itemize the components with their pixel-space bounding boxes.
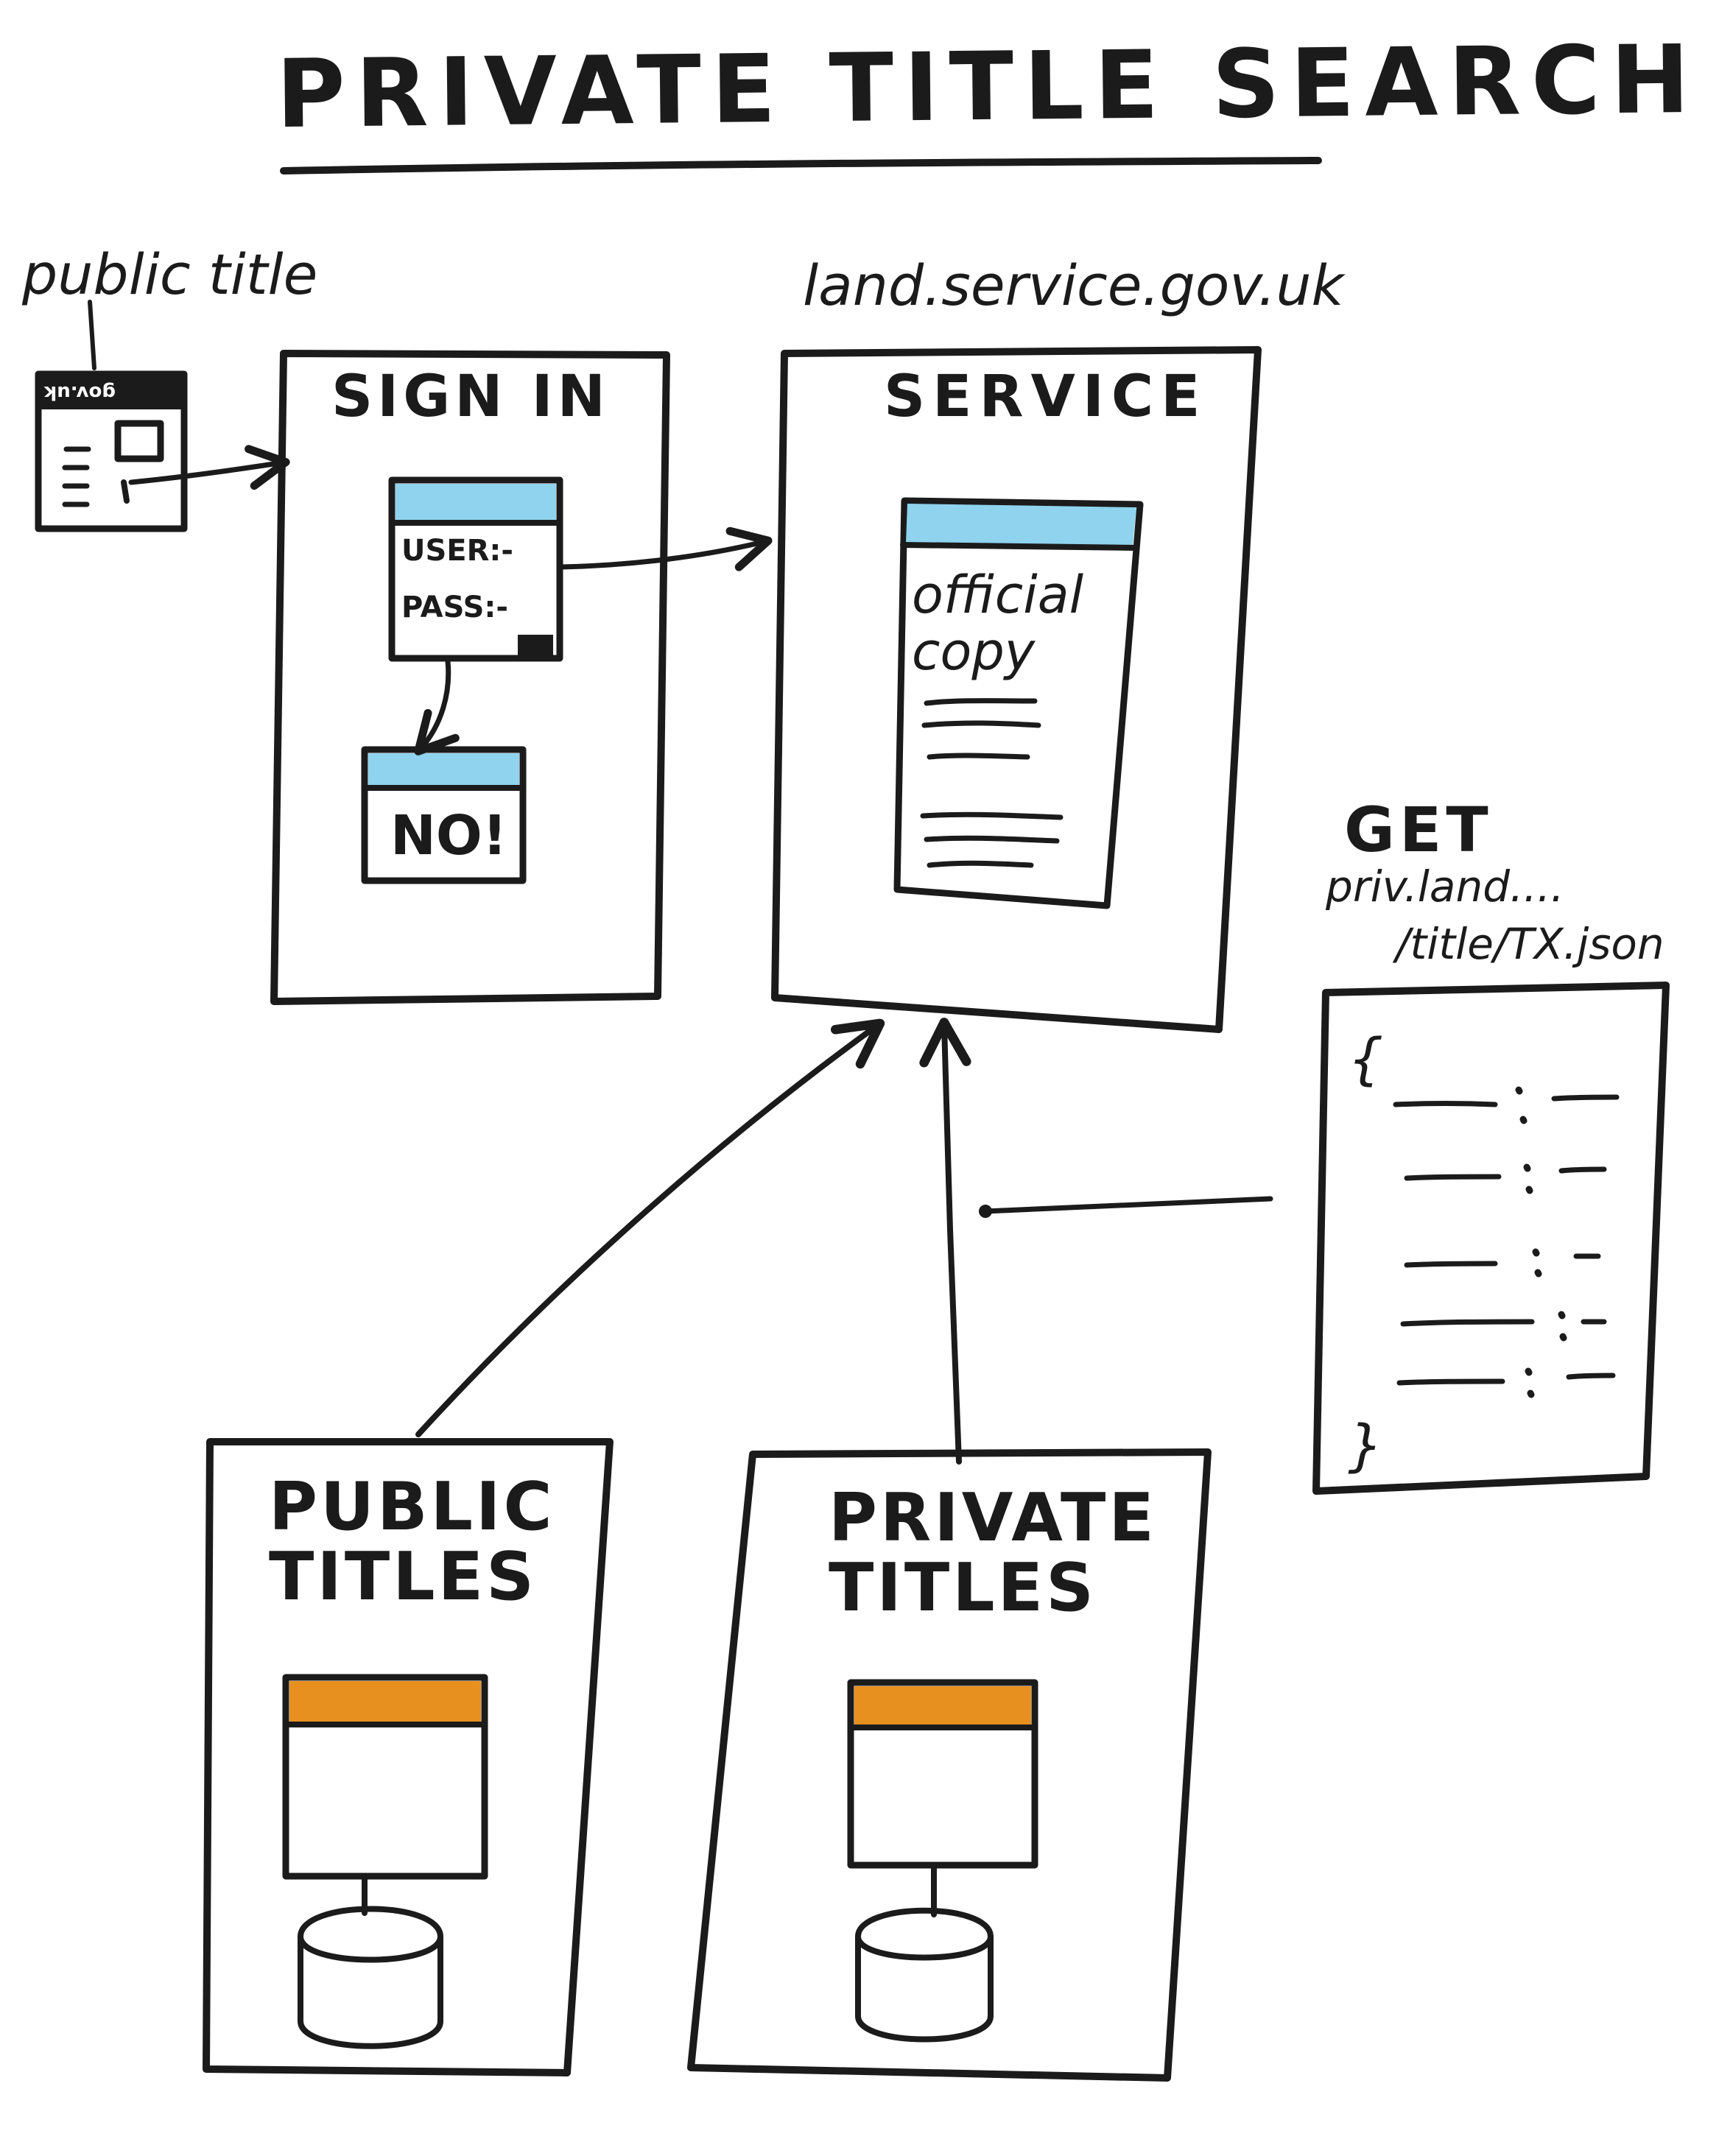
service-heading: SERVICE — [884, 364, 1208, 430]
arrow-sign-in-to-service — [558, 526, 773, 571]
json-response-document — [1312, 982, 1670, 1495]
service-panel — [771, 346, 1262, 1033]
request-path: /title/TX.json — [1396, 919, 1664, 969]
public-titles-heading: PUBLIC TITLES — [269, 1468, 555, 1616]
service-url-label: land.service.gov.uk — [803, 253, 1344, 318]
json-open-brace: { — [1348, 1026, 1384, 1091]
page-title: PRIVATE TITLE SEARCH — [275, 24, 1701, 150]
pass-field-label: PASS:- — [401, 591, 509, 624]
rejection-text: NO! — [390, 804, 507, 867]
connector-json-to-private-link — [982, 1196, 1273, 1214]
request-method: GET — [1344, 794, 1493, 866]
arrow-gov-uk-to-sign-in — [128, 445, 290, 490]
request-host: priv.land.... — [1326, 862, 1564, 912]
private-titles-panel — [687, 1448, 1212, 2082]
public-titles-panel — [203, 1438, 614, 2076]
json-close-brace: } — [1348, 1412, 1384, 1478]
arrow-login-to-rejection — [414, 658, 460, 755]
arrow-public-titles-to-service — [415, 1018, 885, 1437]
public-title-pointer — [88, 300, 96, 370]
official-copy-document — [893, 497, 1144, 909]
user-field-label: USER:- — [401, 534, 514, 568]
public-title-label: public title — [22, 242, 318, 307]
private-titles-app-window — [847, 1679, 1038, 1917]
gov-uk-window — [35, 370, 188, 532]
browser-window-label: gov.uk — [44, 381, 116, 404]
sign-in-heading: SIGN IN — [331, 364, 610, 430]
public-titles-app-window — [282, 1674, 488, 1916]
title-underline — [280, 157, 1322, 175]
private-titles-database — [855, 1907, 994, 2043]
sign-in-panel — [270, 350, 670, 1005]
public-titles-database — [298, 1906, 443, 2049]
private-titles-heading: PRIVATE TITLES — [829, 1479, 1157, 1627]
login-window — [388, 476, 563, 662]
official-copy-title: official copy — [912, 565, 1084, 682]
arrow-private-titles-to-service — [919, 1018, 971, 1465]
